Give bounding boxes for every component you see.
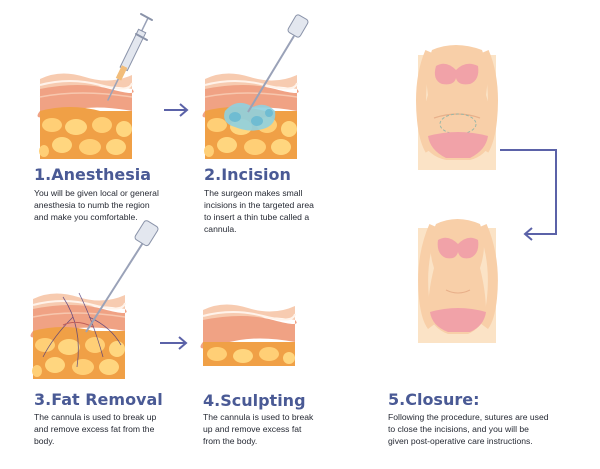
step-2-line-2: incisions in the targeted area xyxy=(204,200,314,210)
step-4-line-2: up and remove excess fat xyxy=(203,424,302,434)
step-1-description: You will be given local or general anest… xyxy=(34,187,159,223)
arrow-right-2 xyxy=(160,336,188,350)
step-5-description: Following the procedure, sutures are use… xyxy=(388,411,549,447)
step-5-line-3: given post-operative care instructions. xyxy=(388,436,533,446)
step-4-line-3: from the body. xyxy=(203,436,258,446)
step-3-line-1: The cannula is used to break up xyxy=(34,412,157,422)
body-after-illustration xyxy=(418,219,498,343)
body-before-illustration xyxy=(416,45,498,170)
step-5-line-2: to close the incisions, and you will be xyxy=(388,424,529,434)
step-3-line-3: body. xyxy=(34,436,55,446)
step-5-title: 5.Closure: xyxy=(388,390,480,409)
step-4-title: 4.Sculpting xyxy=(203,391,306,410)
step-1-line-1: You will be given local or general xyxy=(34,188,159,198)
step-2-title: 2.Incision xyxy=(204,165,291,184)
step-2-line-3: to insert a thin tube called a xyxy=(204,212,310,222)
step-3-description: The cannula is used to break up and remo… xyxy=(34,411,156,447)
step-4-description: The cannula is used to break up and remo… xyxy=(203,411,313,447)
step-2-line-4: cannula. xyxy=(204,224,237,234)
step-3-title: 3.Fat Removal xyxy=(34,390,163,409)
step-2-line-1: The surgeon makes small xyxy=(204,188,303,198)
step-3-line-2: and remove excess fat from the xyxy=(34,424,155,434)
step-1-line-2: anesthesia to numb the region xyxy=(34,200,150,210)
step-5-line-1: Following the procedure, sutures are use… xyxy=(388,412,549,422)
arrow-right-1 xyxy=(164,103,189,117)
step-1-title: 1.Anesthesia xyxy=(34,165,152,184)
arrow-down-left xyxy=(500,149,557,241)
step-2-description: The surgeon makes small incisions in the… xyxy=(204,187,314,235)
step-1-line-3: and make you comfortable. xyxy=(34,212,138,222)
step-4-line-1: The cannula is used to break xyxy=(203,412,314,422)
